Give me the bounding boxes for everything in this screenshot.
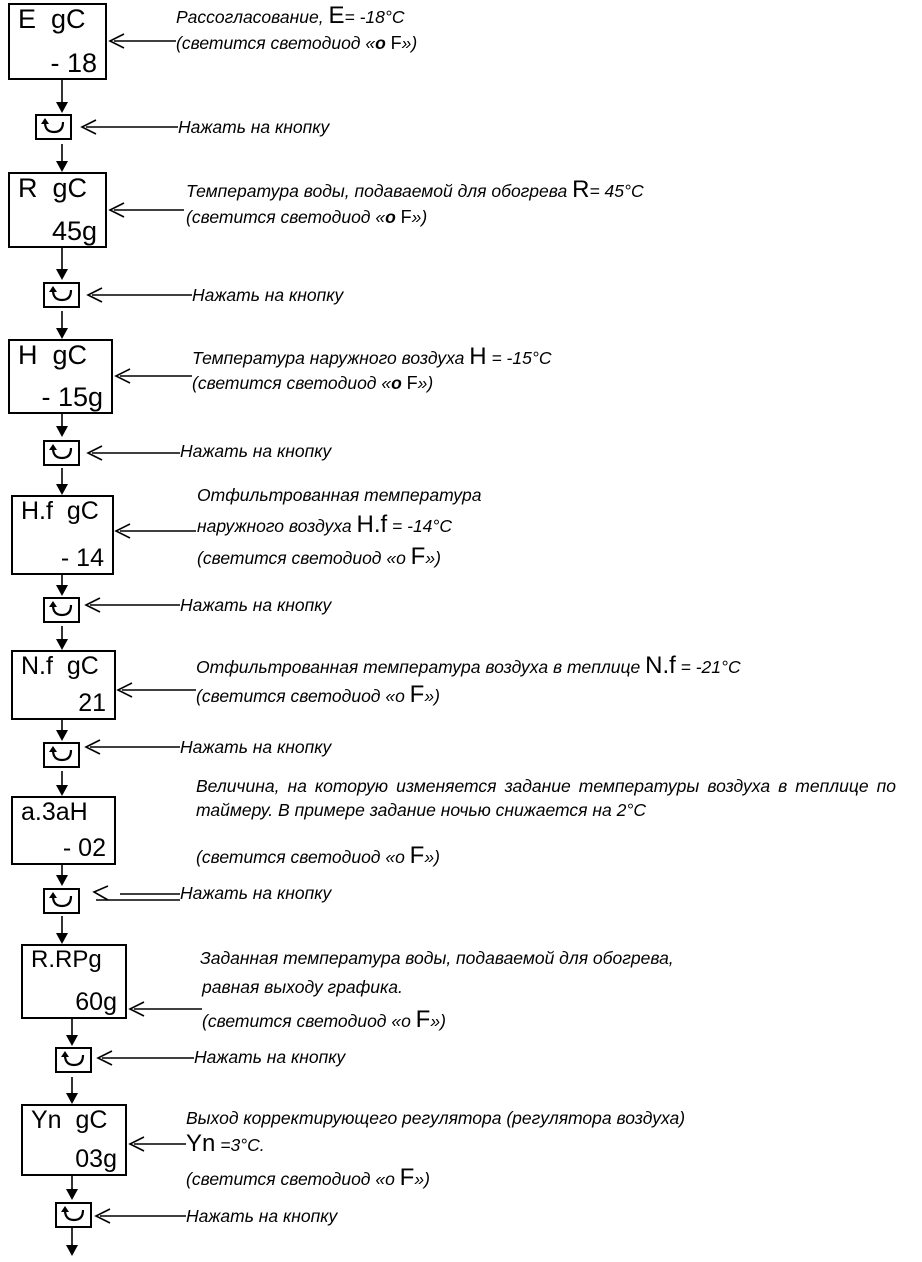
display-line2: 21 (78, 689, 106, 717)
display-line2: - 02 (62, 834, 106, 862)
desc-timer-setpoint: Величина, на которую изменяется задание … (196, 776, 896, 820)
cycle-button[interactable] (43, 597, 80, 623)
display-box-water-temp: R gC 45g (8, 172, 107, 248)
cycle-arrow-icon (49, 286, 73, 302)
desc-water-setpoint: Заданная температура воды, подаваемой дл… (200, 948, 674, 968)
led-note: (светится светодиод «o F») (186, 1164, 430, 1191)
display-line1: R.RPg (31, 946, 102, 973)
led-note: (светится светодиод «o F») (192, 373, 434, 393)
display-line1: R gC (18, 173, 88, 203)
desc-water-temp: Температура воды, подаваемой для обогрев… (186, 176, 644, 203)
cycle-button[interactable] (43, 440, 80, 466)
cycle-arrow-icon (49, 746, 73, 762)
cycle-button[interactable] (43, 888, 80, 914)
cycle-button[interactable] (43, 282, 80, 308)
display-box-error: E gC - 18 (8, 3, 107, 80)
press-button-label: Нажать на кнопку (178, 117, 330, 137)
display-line2: - 15g (41, 382, 103, 412)
desc-outdoor-temp: Температура наружного воздуха H = -15°C (192, 343, 552, 370)
display-line1: H.f gC (21, 497, 99, 525)
cycle-arrow-icon (49, 892, 73, 908)
cycle-arrow-icon (61, 1051, 85, 1067)
display-box-outdoor-temp: H gC - 15g (8, 339, 113, 414)
desc-corrector-output-line2: Yn =3°C. (186, 1130, 265, 1157)
desc-filtered-outdoor-line2: наружного воздуха H.f = -14°C (197, 511, 453, 538)
display-line2: 60g (75, 988, 117, 1016)
display-line2: - 14 (60, 544, 104, 572)
cycle-arrow-icon (61, 1206, 85, 1222)
display-line1: H gC (18, 340, 88, 370)
led-note: (светится светодиод «o F») (196, 681, 440, 708)
desc-corrector-output: Выход корректирующего регулятора (регуля… (186, 1108, 686, 1128)
cycle-button[interactable] (43, 742, 80, 768)
press-button-label: Нажать на кнопку (192, 285, 344, 305)
cycle-arrow-icon (49, 601, 73, 617)
press-button-label: Нажать на кнопку (180, 595, 332, 615)
display-line2: 03g (75, 1145, 117, 1173)
display-line1: a.3aH (21, 798, 88, 826)
display-line1: N.f gC (21, 652, 99, 680)
led-note: (светится светодиод «o F») (196, 842, 440, 869)
display-box-water-setpoint: R.RPg 60g (21, 944, 127, 1019)
desc-filtered-outdoor: Отфильтрованная температура (197, 485, 482, 505)
led-note: (светится светодиод «o F») (176, 33, 418, 53)
press-button-label: Нажать на кнопку (180, 737, 332, 757)
desc-error: Рассогласование, E= -18°C (176, 2, 405, 29)
led-note: (светится светодиод «o F») (186, 207, 428, 227)
cycle-button[interactable] (55, 1047, 92, 1073)
cycle-arrow-icon (49, 444, 73, 460)
display-line1: E gC (18, 4, 86, 34)
desc-filtered-greenhouse: Отфильтрованная температура воздуха в те… (196, 652, 741, 679)
press-button-label: Нажать на кнопку (180, 883, 332, 903)
cycle-button[interactable] (35, 114, 72, 140)
press-button-label: Нажать на кнопку (180, 441, 332, 461)
display-box-timer-setpoint: a.3aH - 02 (11, 796, 116, 865)
display-box-filtered-outdoor: H.f gC - 14 (11, 495, 114, 575)
display-line1: Yn gC (31, 1106, 108, 1134)
display-box-filtered-greenhouse: N.f gC 21 (11, 650, 116, 720)
display-line2: 45g (51, 216, 97, 246)
led-note: (светится светодиод «o F») (202, 1006, 446, 1033)
display-box-corrector-output: Yn gC 03g (21, 1104, 127, 1176)
cycle-button[interactable] (55, 1202, 92, 1228)
display-line2: - 18 (50, 48, 97, 78)
cycle-arrow-icon (41, 118, 65, 134)
press-button-label: Нажать на кнопку (194, 1047, 346, 1067)
desc-water-setpoint-line2: равная выходу графика. (202, 977, 403, 997)
press-button-label: Нажать на кнопку (186, 1206, 338, 1226)
led-note: (светится светодиод «o F») (197, 543, 441, 570)
